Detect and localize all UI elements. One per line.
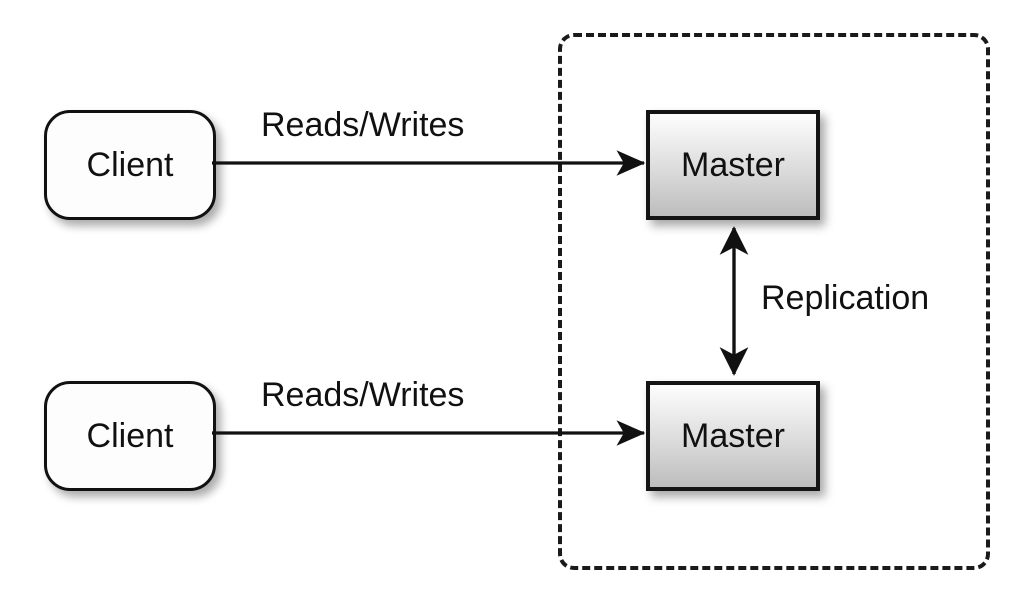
node-master-top-label: Master (681, 146, 785, 184)
edge-label-reads-writes-bottom: Reads/Writes (261, 376, 465, 414)
node-client-bottom-label: Client (86, 417, 174, 455)
edge-label-reads-writes-top: Reads/Writes (261, 106, 465, 144)
node-master-bottom[interactable]: Master (646, 381, 820, 491)
replication-cluster-boundary (558, 33, 990, 570)
node-client-bottom[interactable]: Client (44, 381, 216, 491)
node-master-top[interactable]: Master (646, 110, 820, 220)
edge-label-replication: Replication (761, 279, 930, 317)
node-client-top-label: Client (86, 146, 174, 184)
node-client-top[interactable]: Client (44, 110, 216, 220)
node-master-bottom-label: Master (681, 417, 785, 455)
